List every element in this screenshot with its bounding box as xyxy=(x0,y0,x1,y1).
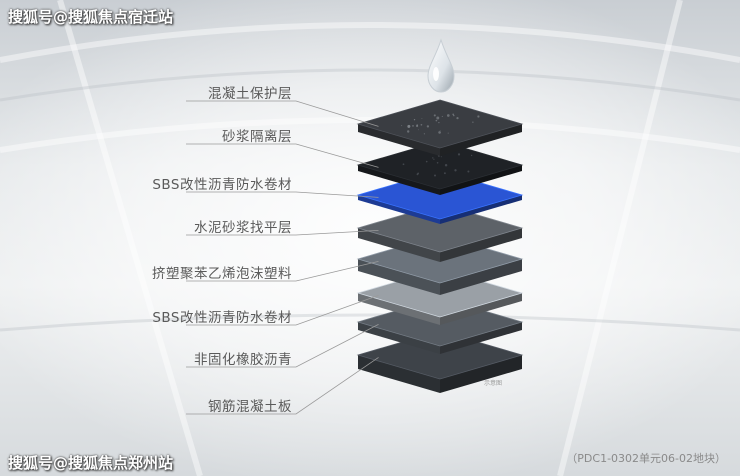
layer-label-2: 砂浆隔离层 xyxy=(92,125,292,145)
layer-label-4: 水泥砂浆找平层 xyxy=(92,216,292,236)
layer-label-8: 钢筋混凝土板 xyxy=(92,395,292,415)
layer-label-6: SBS改性沥青防水卷材 xyxy=(92,306,292,326)
plot-caption: （PDC1-0302单元06-02地块） xyxy=(566,450,726,466)
diagram-note: 示意图 xyxy=(484,378,502,387)
layer-label-5: 挤塑聚苯乙烯泡沫塑料 xyxy=(92,262,292,282)
layer-label-3: SBS改性沥青防水卷材 xyxy=(92,173,292,193)
layer-label-7: 非固化橡胶沥青 xyxy=(92,348,292,368)
layer-label-1: 混凝土保护层 xyxy=(92,82,292,102)
watermark-bottom: 搜狐号@搜狐焦点郑州站 xyxy=(8,452,173,473)
